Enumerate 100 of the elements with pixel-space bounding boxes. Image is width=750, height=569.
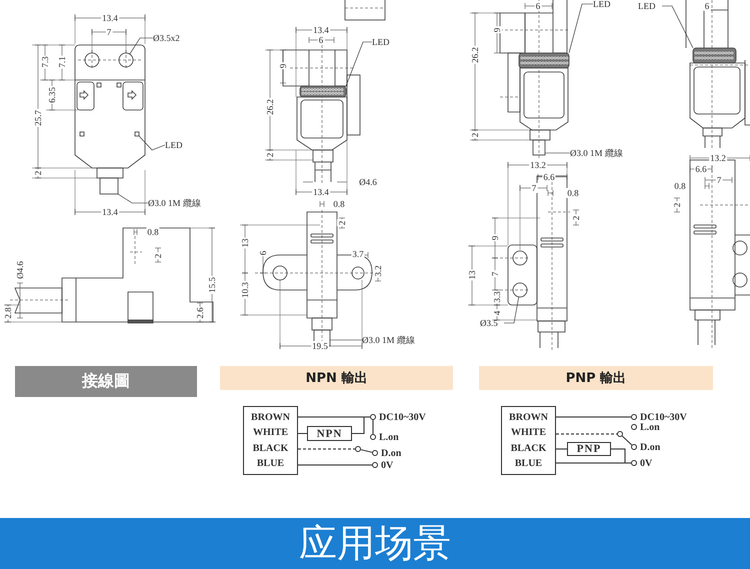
- callout-text: LED: [165, 138, 189, 152]
- dimension-label: 2: [672, 202, 682, 208]
- dimension-label: 0.8: [146, 227, 160, 237]
- dimension-label: 13.2: [709, 153, 727, 163]
- dimension-label: 6: [534, 1, 542, 11]
- wire: [298, 433, 308, 434]
- transistor-box: PNP: [567, 442, 611, 456]
- wire: [372, 420, 374, 434]
- dimension-label: 7.3: [40, 55, 50, 69]
- dimension-label: 2: [470, 132, 480, 138]
- section-header: NPN 輸出: [220, 366, 453, 390]
- wire-color-label: BROWN: [509, 412, 548, 424]
- dimension-label: 6: [318, 35, 324, 45]
- dimension-label: 0.8: [673, 181, 687, 191]
- leader-line: [118, 194, 148, 204]
- section-header: PNP 輸出: [479, 366, 713, 390]
- dimension-label: 9: [278, 62, 288, 70]
- wire-color-label: BLUE: [514, 458, 542, 469]
- dimension-label: 13.4: [101, 207, 119, 217]
- leader-line: [544, 152, 570, 154]
- leader-line: [568, 4, 594, 54]
- dimension-label: 7: [530, 183, 538, 193]
- dimension-label: 13.4: [101, 13, 119, 23]
- wire: [556, 416, 632, 418]
- mounting-hole: [118, 52, 134, 68]
- terminal-label: D.on: [381, 448, 402, 458]
- dimension-label: 15.5: [207, 276, 217, 294]
- dimension-label: 2: [153, 252, 163, 260]
- leader-line: [346, 42, 372, 86]
- dimension-label: 7: [106, 27, 112, 37]
- wire: [622, 436, 632, 446]
- cable: [100, 178, 118, 194]
- led-window: [518, 52, 570, 68]
- terminal-label: L.on: [379, 432, 399, 442]
- mounting-hole: [512, 282, 528, 298]
- wire-color-label: BLACK: [510, 442, 546, 454]
- dimension-label: 13.4: [312, 187, 330, 197]
- dimension-label: 13.4: [312, 25, 330, 35]
- dimension-label: 3.3: [492, 290, 502, 304]
- dimension-label: 6.35: [47, 86, 57, 104]
- wire: [556, 462, 632, 464]
- dimension-label: 26.2: [265, 98, 275, 116]
- leader-line: [129, 38, 154, 54]
- dimension-label: 6: [704, 1, 710, 11]
- dimension-label: 4: [492, 310, 502, 316]
- led-window: [300, 86, 346, 98]
- wire-color-box: [501, 406, 556, 475]
- dimension-label: 3.2: [373, 264, 383, 278]
- dimension-label: 2.6: [195, 306, 205, 320]
- dimension-label: 7: [716, 175, 722, 185]
- dimension-label: 0.8: [332, 199, 346, 209]
- section-banner: 应用场景: [0, 518, 750, 569]
- wire-color-label: WHITE: [510, 427, 546, 438]
- callout-text: Ø3.0 1M 纜線: [148, 196, 210, 210]
- dimension-label: 13: [240, 238, 250, 248]
- dimension-label: 26.2: [470, 46, 480, 64]
- callout-text: LED: [372, 35, 396, 49]
- dashed-wire: [298, 448, 356, 450]
- terminal-label: D.on: [640, 442, 660, 452]
- wire-color-label: WHITE: [252, 427, 288, 438]
- dimension-label: 6.6: [542, 172, 556, 182]
- transistor-box: NPN: [307, 426, 352, 441]
- dimension-label: 7.1: [57, 55, 67, 69]
- wire: [360, 449, 373, 453]
- terminal-label: DC10~30V: [640, 412, 687, 422]
- dimension-label: 13.2: [529, 160, 547, 170]
- dimension-label: 6.6: [694, 164, 708, 174]
- section-header: 接線圖: [15, 366, 197, 397]
- wire-color-label: BROWN: [251, 412, 290, 424]
- dimension-label: 0.8: [566, 188, 580, 198]
- callout-text: Ø3.0 1M 纜線: [362, 333, 424, 347]
- dimension-label: 9: [492, 26, 502, 34]
- callout-text: Ø3.5x2: [153, 31, 193, 45]
- leader-line: [138, 136, 166, 150]
- dimension-label: 19.5: [311, 341, 329, 351]
- callout-text: LED: [593, 0, 617, 11]
- dimension-label: 3.7: [351, 249, 365, 259]
- led-indicator: [134, 132, 140, 136]
- dimension-label: 13: [467, 270, 477, 280]
- led-window: [692, 48, 736, 64]
- callout-text: Ø3.0 1M 纜線: [570, 146, 632, 160]
- dimension-label: 6: [258, 250, 268, 256]
- dimension-label: Ø4.6: [15, 260, 25, 280]
- leader-line: [504, 296, 520, 324]
- wire: [298, 464, 372, 466]
- dimension-label: 2: [571, 214, 581, 222]
- wire-color-label: BLUE: [256, 458, 284, 469]
- dimension-label: 10.3: [240, 281, 250, 299]
- dimension-label: 9: [490, 234, 500, 242]
- dimension-label: 2: [265, 152, 275, 158]
- dimension-label: 25.7: [33, 109, 43, 127]
- wire: [556, 448, 568, 450]
- dimension-label: Ø4.6: [358, 177, 378, 187]
- terminal-label: DC10~30V: [379, 412, 426, 422]
- wire: [352, 416, 370, 434]
- wire-color-box: [243, 406, 298, 475]
- dimension-label: 2: [337, 220, 347, 226]
- terminal-label: L.on: [640, 422, 660, 432]
- wire-color-label: BLACK: [252, 442, 288, 454]
- callout-text: LED: [638, 0, 662, 12]
